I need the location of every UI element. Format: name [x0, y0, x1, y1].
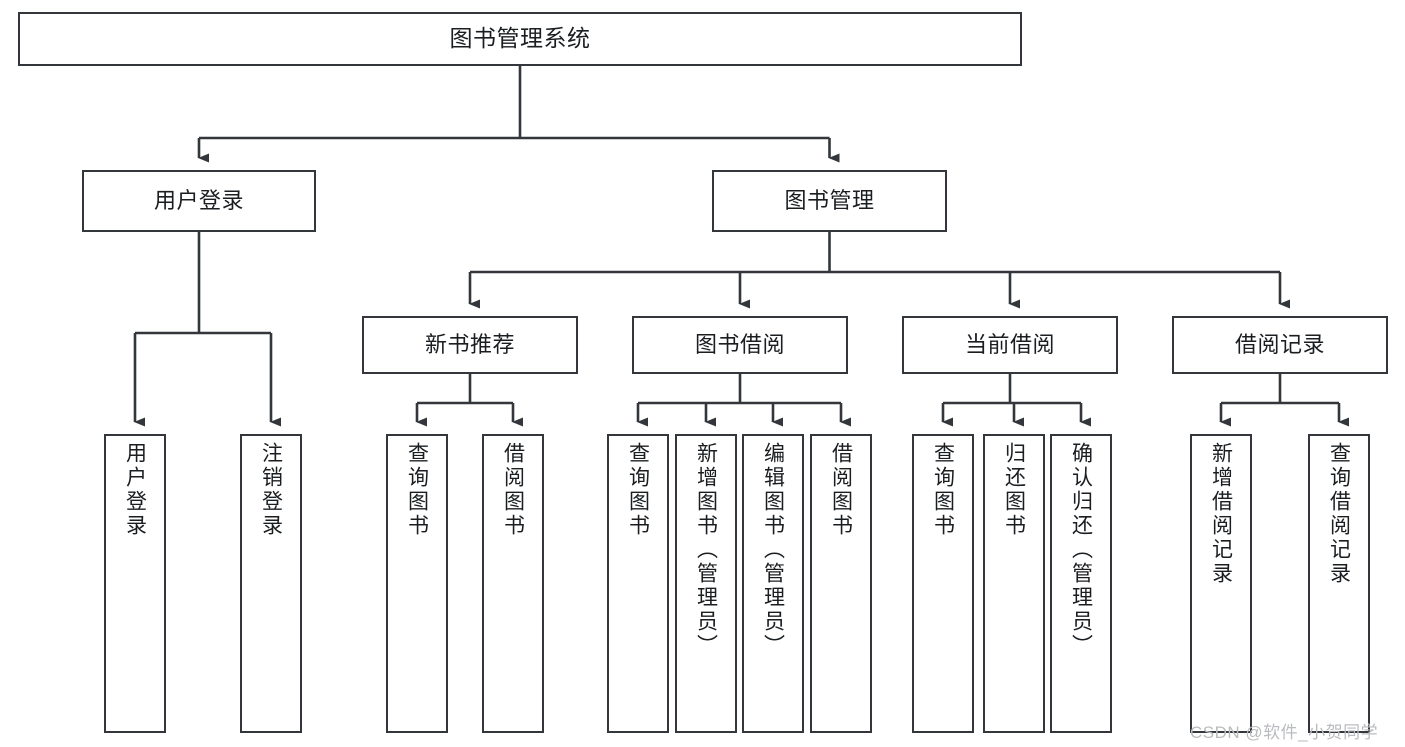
- node-label: 当前借阅: [964, 331, 1055, 357]
- node-login[interactable]: 用户登录: [82, 170, 316, 232]
- node-label: 借阅图书: [501, 442, 525, 538]
- node-label: 用户登录: [153, 187, 244, 213]
- node-label: 新书推荐: [424, 331, 515, 357]
- node-leaf-cur-return[interactable]: 归还图书: [983, 434, 1045, 733]
- node-root[interactable]: 图书管理系统: [18, 12, 1022, 66]
- node-leaf-user-login[interactable]: 用户登录: [104, 434, 166, 733]
- node-label: 图书管理: [784, 187, 875, 213]
- node-borrow[interactable]: 图书借阅: [632, 316, 848, 374]
- node-leaf-rec-add[interactable]: 新增借阅记录: [1190, 434, 1252, 733]
- node-records[interactable]: 借阅记录: [1172, 316, 1388, 374]
- node-label: 新增借阅记录: [1209, 442, 1233, 586]
- node-label: 借阅图书: [829, 442, 853, 538]
- node-leaf-nr-borrow[interactable]: 借阅图书: [482, 434, 544, 733]
- node-label: 确认归还（管理员）: [1069, 442, 1093, 658]
- node-label: 归还图书: [1002, 442, 1026, 538]
- node-label: 图书管理系统: [449, 25, 591, 52]
- node-leaf-nr-query[interactable]: 查询图书: [386, 434, 448, 733]
- node-leaf-rec-query[interactable]: 查询借阅记录: [1308, 434, 1370, 733]
- node-label: 查询图书: [626, 442, 650, 538]
- node-newrec[interactable]: 新书推荐: [362, 316, 578, 374]
- node-leaf-bk-edit[interactable]: 编辑图书（管理员）: [742, 434, 804, 733]
- node-label: 注销登录: [259, 442, 283, 538]
- node-label: 用户登录: [123, 442, 147, 538]
- node-label: 查询图书: [931, 442, 955, 538]
- node-leaf-cur-query[interactable]: 查询图书: [912, 434, 974, 733]
- node-bookmgmt[interactable]: 图书管理: [712, 170, 947, 232]
- node-label: 图书借阅: [694, 331, 785, 357]
- node-label: 借阅记录: [1234, 331, 1325, 357]
- node-label: 编辑图书（管理员）: [761, 442, 785, 658]
- node-label: 查询借阅记录: [1327, 442, 1351, 586]
- node-leaf-cur-confirm[interactable]: 确认归还（管理员）: [1050, 434, 1112, 733]
- node-current[interactable]: 当前借阅: [902, 316, 1118, 374]
- node-leaf-bk-borrow[interactable]: 借阅图书: [810, 434, 872, 733]
- watermark: CSDN @软件_小贺同学: [1190, 723, 1379, 742]
- node-leaf-bk-add[interactable]: 新增图书（管理员）: [675, 434, 737, 733]
- node-leaf-bk-query[interactable]: 查询图书: [607, 434, 669, 733]
- node-label: 查询图书: [405, 442, 429, 538]
- node-label: 新增图书（管理员）: [694, 442, 718, 658]
- node-leaf-user-logout[interactable]: 注销登录: [240, 434, 302, 733]
